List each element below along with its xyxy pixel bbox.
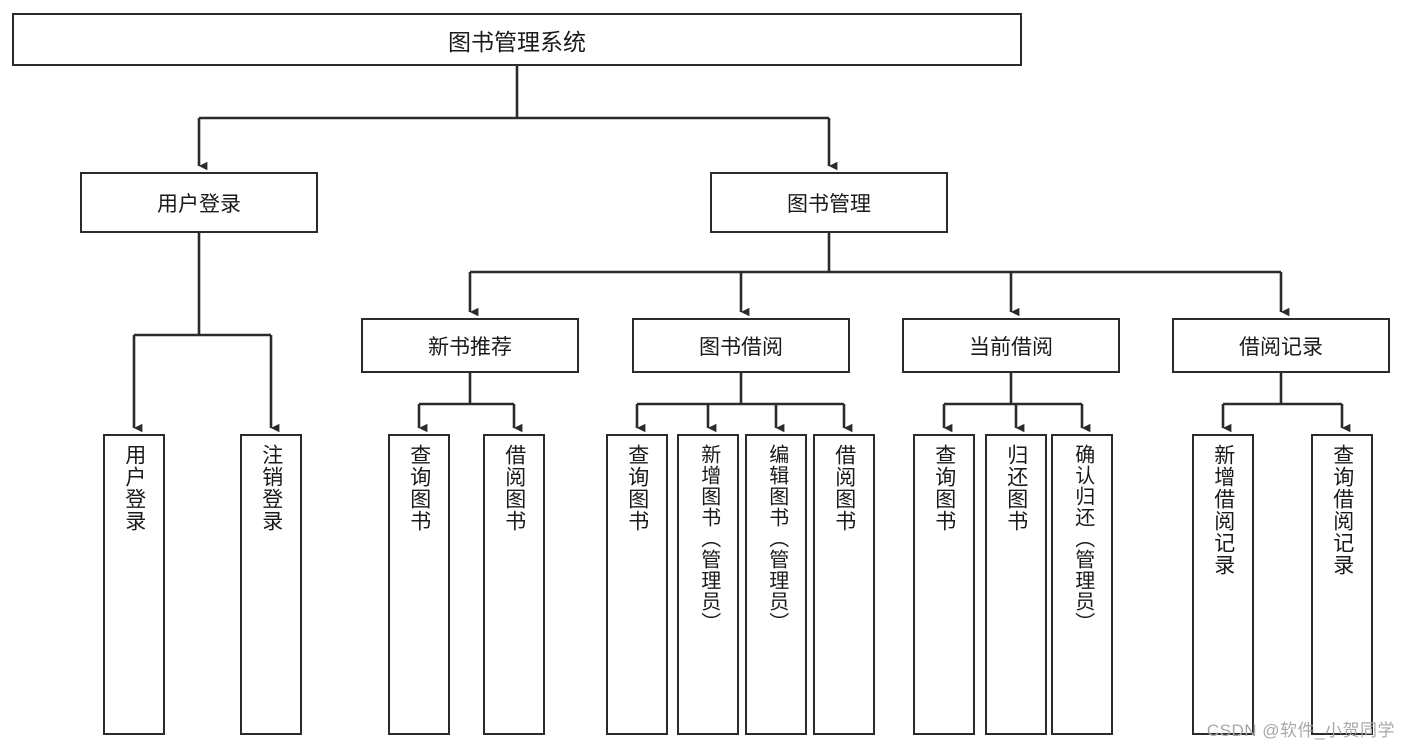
node-leaf-confirm-return-label: 确认归还（管理员） <box>1071 444 1094 633</box>
node-book-manage-label: 图书管理 <box>787 192 871 216</box>
node-leaf-query-book-2[interactable]: 查询图书 <box>606 434 668 735</box>
node-current-borrow-label: 当前借阅 <box>969 335 1053 359</box>
node-leaf-borrow-book-2[interactable]: 借阅图书 <box>813 434 875 735</box>
node-leaf-query-record[interactable]: 查询借阅记录 <box>1311 434 1373 735</box>
node-leaf-add-record-label: 新增借阅记录 <box>1211 444 1235 576</box>
node-book-borrow[interactable]: 图书借阅 <box>632 318 850 373</box>
node-leaf-query-book-1-label: 查询图书 <box>407 444 431 532</box>
node-new-book-recommend-label: 新书推荐 <box>428 335 512 359</box>
node-leaf-edit-book-label: 编辑图书（管理员） <box>765 444 788 633</box>
node-user-login[interactable]: 用户登录 <box>80 172 318 233</box>
node-leaf-add-book-label: 新增图书（管理员） <box>697 444 720 633</box>
node-leaf-query-book-1[interactable]: 查询图书 <box>388 434 450 735</box>
node-leaf-user-login[interactable]: 用户登录 <box>103 434 165 735</box>
node-leaf-return-book-label: 归还图书 <box>1004 444 1028 532</box>
node-leaf-query-book-3[interactable]: 查询图书 <box>913 434 975 735</box>
node-leaf-add-record[interactable]: 新增借阅记录 <box>1192 434 1254 735</box>
node-leaf-query-record-label: 查询借阅记录 <box>1330 444 1354 576</box>
node-leaf-borrow-book-1[interactable]: 借阅图书 <box>483 434 545 735</box>
node-leaf-query-book-2-label: 查询图书 <box>625 444 649 532</box>
node-new-book-recommend[interactable]: 新书推荐 <box>361 318 579 373</box>
node-root-label: 图书管理系统 <box>448 28 586 55</box>
node-leaf-borrow-book-1-label: 借阅图书 <box>502 444 526 532</box>
node-leaf-confirm-return[interactable]: 确认归还（管理员） <box>1051 434 1113 735</box>
node-leaf-user-login-label: 用户登录 <box>122 444 146 532</box>
node-book-borrow-label: 图书借阅 <box>699 335 783 359</box>
node-leaf-user-logout[interactable]: 注销登录 <box>240 434 302 735</box>
node-root-system[interactable]: 图书管理系统 <box>12 13 1022 66</box>
node-current-borrow[interactable]: 当前借阅 <box>902 318 1120 373</box>
node-leaf-user-logout-label: 注销登录 <box>259 444 283 532</box>
watermark-text: CSDN @软件_小贺同学 <box>1206 721 1395 740</box>
node-leaf-add-book[interactable]: 新增图书（管理员） <box>677 434 739 735</box>
node-leaf-borrow-book-2-label: 借阅图书 <box>832 444 856 532</box>
node-book-manage[interactable]: 图书管理 <box>710 172 948 233</box>
node-leaf-edit-book[interactable]: 编辑图书（管理员） <box>745 434 807 735</box>
node-user-login-label: 用户登录 <box>157 192 241 216</box>
node-borrow-record[interactable]: 借阅记录 <box>1172 318 1390 373</box>
node-leaf-return-book[interactable]: 归还图书 <box>985 434 1047 735</box>
node-leaf-query-book-3-label: 查询图书 <box>932 444 956 532</box>
node-borrow-record-label: 借阅记录 <box>1239 335 1323 359</box>
